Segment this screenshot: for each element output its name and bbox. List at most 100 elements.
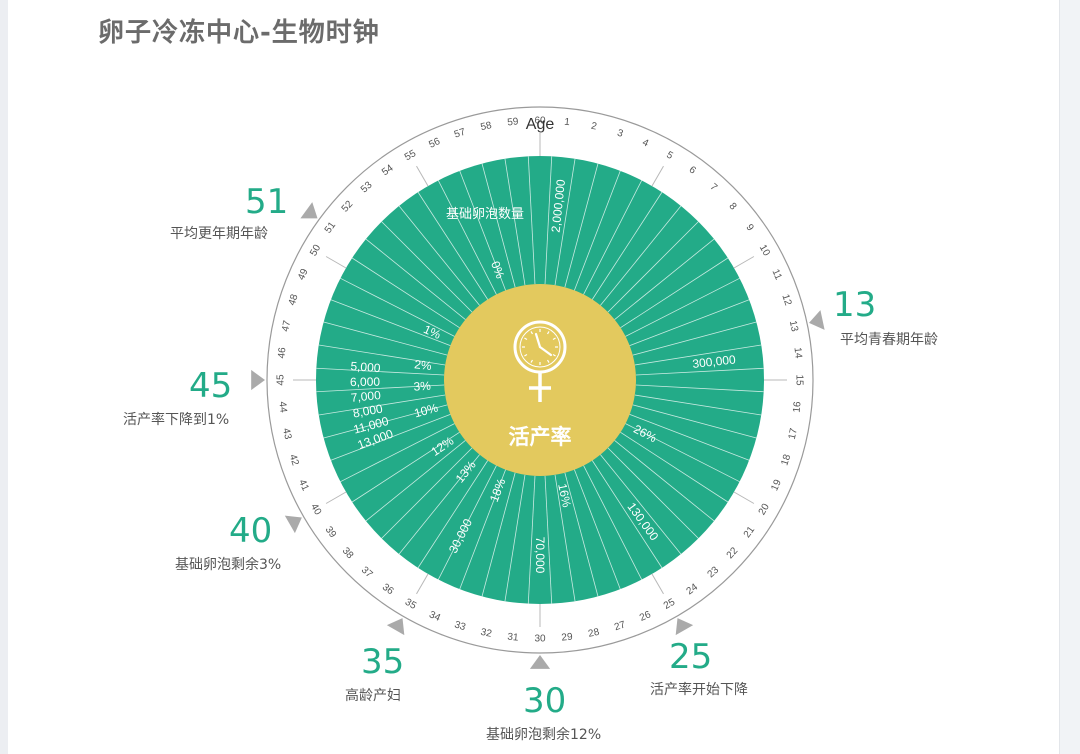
age-tick-label: 42 — [287, 453, 301, 467]
wedge-divider — [544, 156, 553, 285]
wedge-divider — [381, 221, 473, 313]
callout-value-40: 40 — [229, 511, 273, 551]
wedge-divider — [614, 440, 715, 522]
age-tick-label: 36 — [380, 582, 396, 598]
age-tick-label: 46 — [276, 346, 288, 359]
callout-label-40: 基础卵泡剩余3% — [175, 557, 282, 573]
wedge-divider — [351, 257, 460, 329]
wedge-divider — [554, 158, 576, 286]
wedge-divider — [459, 469, 506, 590]
wedge-divider — [607, 221, 699, 313]
wedge-divider — [564, 163, 599, 288]
wedge-divider — [629, 299, 750, 346]
age-tick-label: 2 — [590, 121, 598, 133]
age-tick-label: 44 — [276, 401, 288, 414]
wedge-divider — [323, 321, 448, 356]
age-tick-label: 50 — [308, 243, 323, 259]
age-tick-label: 12 — [779, 293, 793, 307]
age-tick-label: 17 — [787, 427, 800, 441]
age-tick-label: 52 — [340, 199, 356, 215]
wedge-divider — [620, 431, 729, 503]
ring-label-age: Age — [526, 116, 555, 133]
wedge-divider — [600, 454, 682, 555]
wedge-divider — [417, 460, 489, 569]
wedge-divider — [635, 367, 764, 376]
major-tick — [416, 573, 429, 595]
wedge-divider — [318, 394, 446, 416]
callout-label-13: 平均青春期年龄 — [840, 332, 938, 348]
wedge-divider — [437, 465, 497, 580]
age-tick-label: 6 — [687, 164, 698, 176]
right-scrollbar[interactable] — [1059, 0, 1080, 754]
live-birth-rate-label: 3% — [413, 379, 431, 394]
age-tick-label: 16 — [792, 401, 804, 414]
clock-female-icon — [513, 320, 567, 402]
age-tick-label: 7 — [708, 182, 720, 194]
age-tick-label: 13 — [787, 320, 800, 334]
age-tick-label: 30 — [534, 634, 546, 645]
age-tick-label: 34 — [427, 609, 442, 624]
age-tick-label: 18 — [779, 453, 793, 467]
wedge-divider — [504, 158, 526, 286]
age-tick-label: 51 — [323, 220, 339, 236]
wedge-divider — [459, 170, 506, 291]
callout-value-25: 25 — [669, 637, 713, 677]
follicle-count-label: 8,000 — [352, 401, 384, 420]
wedge-divider — [554, 474, 576, 602]
callout-value-51: 51 — [245, 182, 289, 222]
age-tick-label: 40 — [308, 502, 323, 518]
follicle-count-label: 300,000 — [692, 352, 737, 370]
wedge-divider — [330, 414, 451, 461]
wedge-divider — [323, 404, 448, 439]
callout-label-35: 高龄产妇 — [345, 688, 401, 704]
wedge-divider — [607, 447, 699, 539]
wedge-divider — [634, 394, 762, 416]
age-tick-label: 9 — [743, 222, 755, 233]
wedge-title: 基础卵泡数量 — [446, 206, 524, 221]
age-tick-label: 38 — [340, 545, 356, 561]
wedge-divider — [625, 423, 740, 483]
age-tick-label: 57 — [453, 127, 467, 141]
major-tick — [733, 491, 755, 504]
wedge-divider — [620, 257, 729, 329]
age-tick-label: 4 — [641, 137, 651, 149]
annotation-marker — [529, 655, 551, 669]
wedge-divider — [574, 469, 621, 590]
page-title: 卵子冷冻中心-生物时钟 — [98, 18, 380, 48]
age-tick-label: 54 — [380, 162, 396, 178]
age-tick-label: 33 — [453, 619, 467, 633]
age-tick-label: 28 — [587, 627, 601, 640]
wedge-divider — [544, 475, 553, 604]
callout-label-45: 活产率下降到1% — [123, 412, 230, 428]
age-tick-label: 39 — [323, 525, 339, 541]
wedge-divider — [365, 238, 466, 320]
major-tick — [325, 256, 347, 269]
live-birth-rate-label: 10% — [413, 401, 440, 421]
wedge-divider — [318, 344, 446, 366]
wedge-divider — [600, 205, 682, 306]
callout-value-30: 30 — [523, 681, 567, 721]
age-tick-label: 41 — [296, 478, 311, 493]
wedge-divider — [398, 205, 480, 306]
age-tick-label: 14 — [792, 347, 804, 360]
age-tick-label: 27 — [613, 619, 627, 633]
live-birth-rate-label: 0% — [488, 259, 507, 281]
age-tick-label: 19 — [769, 478, 784, 493]
age-tick-label: 24 — [685, 582, 701, 598]
wedge-divider — [316, 384, 445, 393]
age-tick-label: 29 — [561, 631, 574, 643]
wedge-divider — [591, 191, 663, 300]
wedge-divider — [481, 472, 516, 597]
age-tick-label: 25 — [662, 597, 678, 612]
age-tick-label: 10 — [757, 243, 772, 259]
age-tick-label: 20 — [757, 502, 772, 518]
live-birth-rate-label: 2% — [413, 357, 432, 373]
major-tick — [651, 165, 664, 187]
center-label: 活产率 — [509, 425, 572, 449]
age-tick-label: 37 — [359, 565, 375, 581]
wedge-divider — [381, 447, 473, 539]
age-tick-label: 56 — [427, 136, 442, 151]
left-window-edge — [0, 0, 8, 754]
follicle-count-label: 70,000 — [533, 537, 547, 574]
